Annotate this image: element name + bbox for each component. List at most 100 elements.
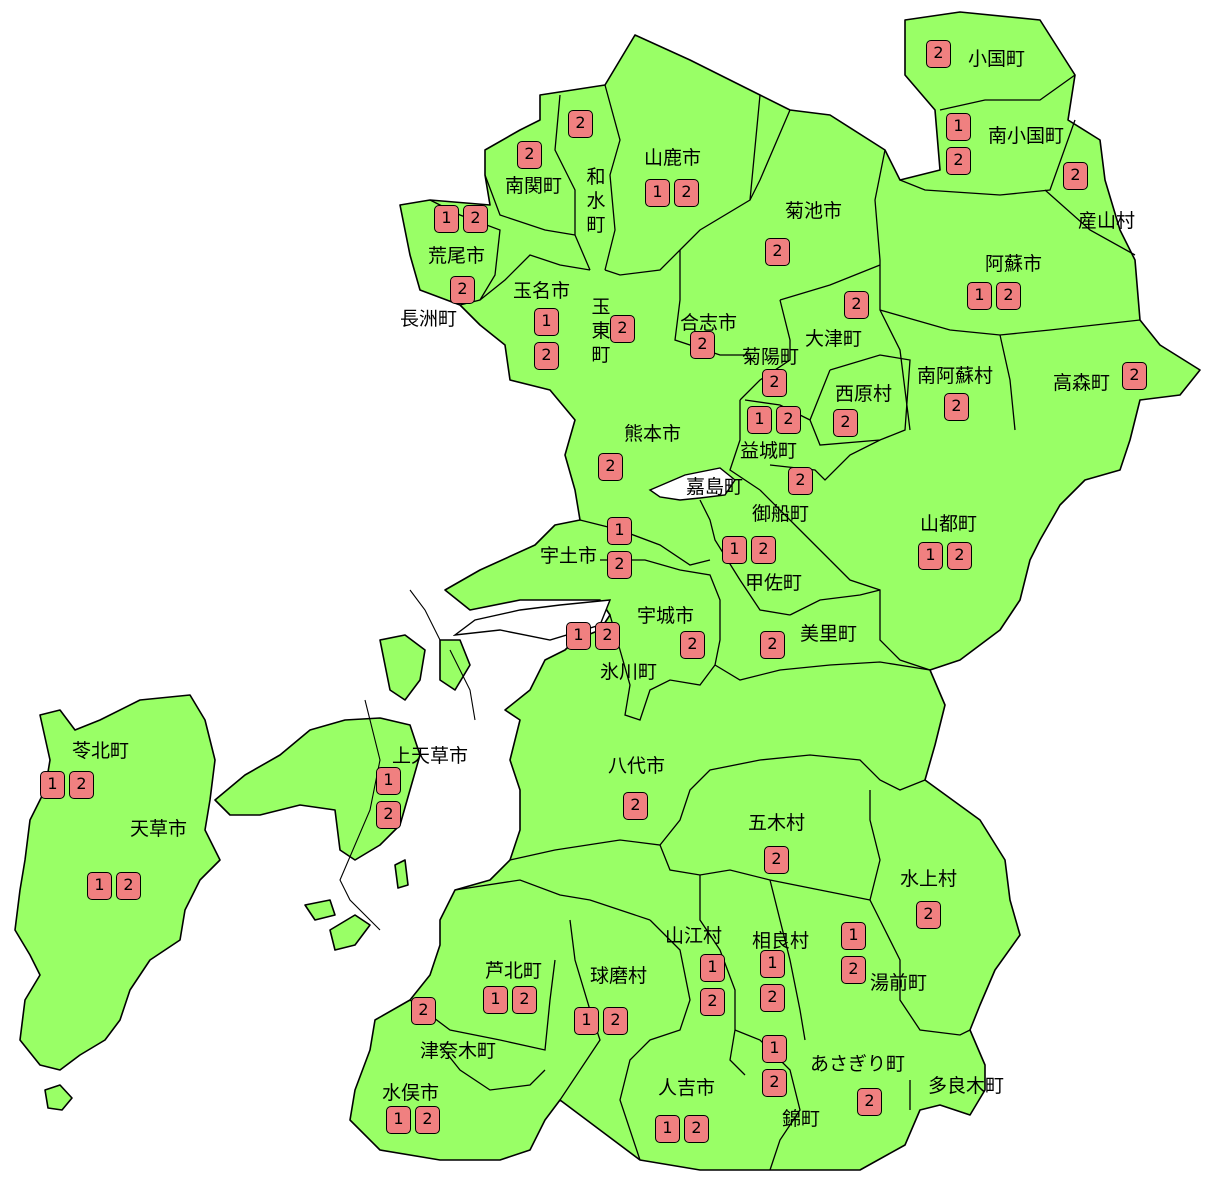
region-label-uto: 宇土市 [540, 545, 598, 567]
region-label-nishiki: 錦町 [782, 1108, 821, 1130]
level-badge[interactable]: 1 [946, 113, 971, 141]
level-badge[interactable]: 1 [40, 771, 65, 799]
level-badge[interactable]: 1 [87, 872, 112, 900]
region-label-ubuyama: 産山村 [1078, 210, 1136, 232]
region-badges-nishihara: 2 [833, 409, 858, 437]
level-badge[interactable]: 2 [595, 622, 620, 650]
level-badge[interactable]: 2 [833, 409, 858, 437]
level-badge[interactable]: 1 [376, 767, 401, 795]
level-badge[interactable]: 2 [607, 551, 632, 579]
region-label-reihoku: 苓北町 [72, 740, 130, 762]
region-badges-nagomi: 2 [568, 110, 593, 138]
level-badge[interactable]: 2 [450, 276, 475, 304]
level-badge[interactable]: 2 [926, 40, 951, 68]
region-label-yamaga: 山鹿市 [644, 147, 702, 169]
region-badges-uki: 2 [680, 631, 705, 659]
level-badge[interactable]: 2 [762, 1069, 787, 1097]
level-badge[interactable]: 1 [566, 622, 591, 650]
level-badge[interactable]: 2 [857, 1088, 882, 1116]
level-badge[interactable]: 2 [690, 331, 715, 359]
level-badge[interactable]: 2 [603, 1007, 628, 1035]
region-label-minamiaso: 南阿蘇村 [917, 365, 994, 387]
level-badge[interactable]: 2 [568, 110, 593, 138]
strait-lines [339, 589, 476, 931]
level-badge[interactable]: 2 [762, 369, 787, 397]
region-label-ozu: 大津町 [805, 328, 863, 350]
level-badge[interactable]: 2 [765, 238, 790, 266]
level-badge[interactable]: 1 [434, 205, 459, 233]
region-label-amakusa: 天草市 [130, 818, 188, 840]
level-badge[interactable]: 1 [645, 179, 670, 207]
level-badge[interactable]: 2 [841, 956, 866, 984]
level-badge[interactable]: 2 [764, 846, 789, 874]
level-badge[interactable]: 2 [760, 984, 785, 1012]
level-badge[interactable]: 2 [610, 315, 635, 343]
islet-c [394, 859, 409, 889]
level-badge[interactable]: 1 [841, 922, 866, 950]
level-badge[interactable]: 1 [483, 986, 508, 1014]
region-label-minamioguni: 南小国町 [988, 125, 1065, 147]
level-badge[interactable]: 1 [967, 282, 992, 310]
level-badge[interactable]: 2 [512, 986, 537, 1014]
level-badge[interactable]: 2 [996, 282, 1021, 310]
level-badge[interactable]: 2 [944, 393, 969, 421]
level-badge[interactable]: 1 [386, 1106, 411, 1134]
level-badge[interactable]: 2 [517, 141, 542, 169]
level-badge[interactable]: 2 [684, 1115, 709, 1143]
level-badge[interactable]: 2 [534, 342, 559, 370]
region-label-gyokuto: 玉東町 [591, 296, 611, 366]
region-label-tsunagi: 津奈木町 [420, 1040, 497, 1062]
level-badge[interactable]: 2 [844, 291, 869, 319]
region-label-nagomi: 和水町 [586, 166, 606, 236]
level-badge[interactable]: 1 [760, 950, 785, 978]
level-badge[interactable]: 2 [69, 771, 94, 799]
level-badge[interactable]: 2 [623, 792, 648, 820]
region-label-minamata: 水俣市 [382, 1082, 440, 1104]
level-badge[interactable]: 2 [680, 631, 705, 659]
level-badge[interactable]: 2 [946, 147, 971, 175]
level-badge[interactable]: 1 [762, 1035, 787, 1063]
level-badge[interactable]: 1 [574, 1007, 599, 1035]
region-label-mizukami: 水上村 [900, 868, 958, 890]
level-badge[interactable]: 2 [788, 467, 813, 495]
level-badge[interactable]: 2 [1063, 162, 1088, 190]
level-badge[interactable]: 2 [411, 997, 436, 1025]
kamiamakusa-island-1 [214, 717, 421, 861]
level-badge[interactable]: 2 [463, 205, 488, 233]
level-badge[interactable]: 2 [700, 988, 725, 1016]
region-label-kikuyo: 菊陽町 [742, 346, 800, 368]
kamiamakusa-island-3 [439, 639, 471, 691]
level-badge[interactable]: 2 [674, 179, 699, 207]
level-badge[interactable]: 2 [598, 453, 623, 481]
kamiamakusa-island-2 [379, 634, 426, 701]
region-label-yunomae: 湯前町 [870, 972, 928, 994]
level-badge[interactable]: 1 [700, 954, 725, 982]
level-badge[interactable]: 1 [534, 308, 559, 336]
level-badge[interactable]: 2 [776, 406, 801, 434]
level-badge[interactable]: 2 [1122, 362, 1147, 390]
level-badge[interactable]: 2 [376, 801, 401, 829]
region-label-kumamoto: 熊本市 [624, 423, 682, 445]
region-label-itsuki: 五木村 [748, 812, 806, 834]
level-badge[interactable]: 1 [747, 406, 772, 434]
level-badge[interactable]: 2 [916, 901, 941, 929]
level-badge[interactable]: 1 [722, 536, 747, 564]
level-badge[interactable]: 1 [655, 1115, 680, 1143]
level-badge[interactable]: 2 [415, 1106, 440, 1134]
level-badge[interactable]: 2 [760, 631, 785, 659]
level-badge[interactable]: 2 [116, 872, 141, 900]
level-badge[interactable]: 2 [947, 542, 972, 570]
level-badge[interactable]: 2 [751, 536, 776, 564]
level-badge[interactable]: 1 [607, 517, 632, 545]
islet-b [329, 914, 371, 951]
level-badge[interactable]: 1 [918, 542, 943, 570]
region-label-hitoyoshi: 人吉市 [658, 1077, 716, 1099]
region-label-kamiamakusa: 上天草市 [392, 745, 469, 767]
